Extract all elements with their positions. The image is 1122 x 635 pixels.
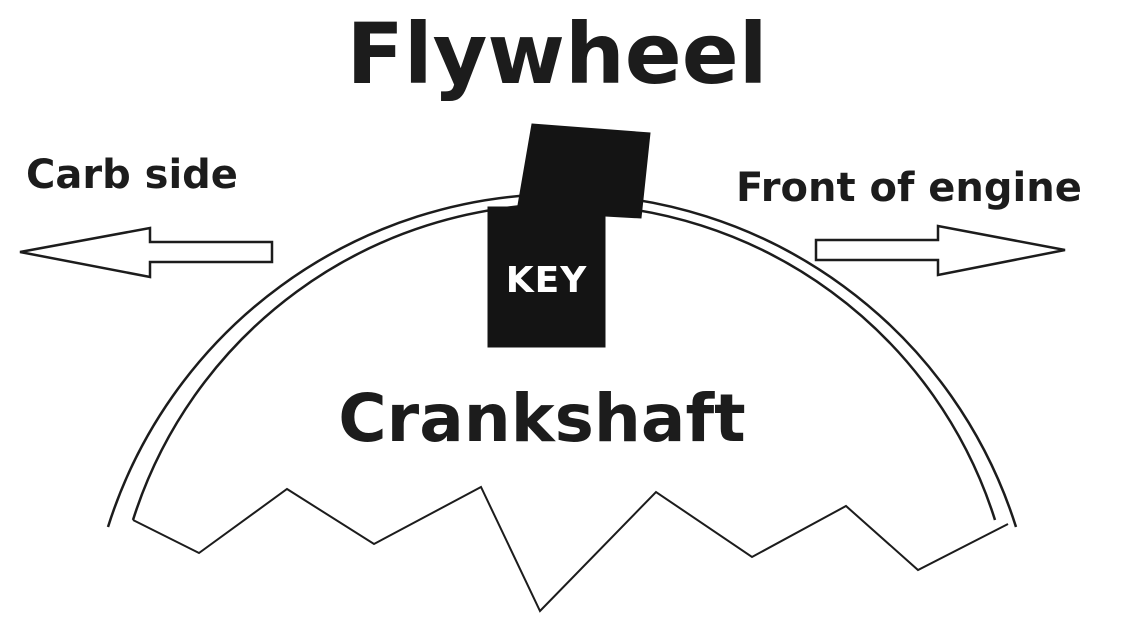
crankshaft-label: Crankshaft xyxy=(338,380,746,457)
right-arrow-icon xyxy=(814,224,1066,277)
broken-edge-zigzag xyxy=(132,485,1009,613)
left-arrow-icon xyxy=(19,226,274,279)
carb-side-label: Carb side xyxy=(26,152,238,198)
flywheel-title: Flywheel xyxy=(346,5,768,103)
key-label: KEY xyxy=(505,260,588,301)
front-of-engine-label: Front of engine xyxy=(736,165,1082,211)
key-upper-block xyxy=(516,123,651,219)
key-lower-block xyxy=(487,206,606,348)
